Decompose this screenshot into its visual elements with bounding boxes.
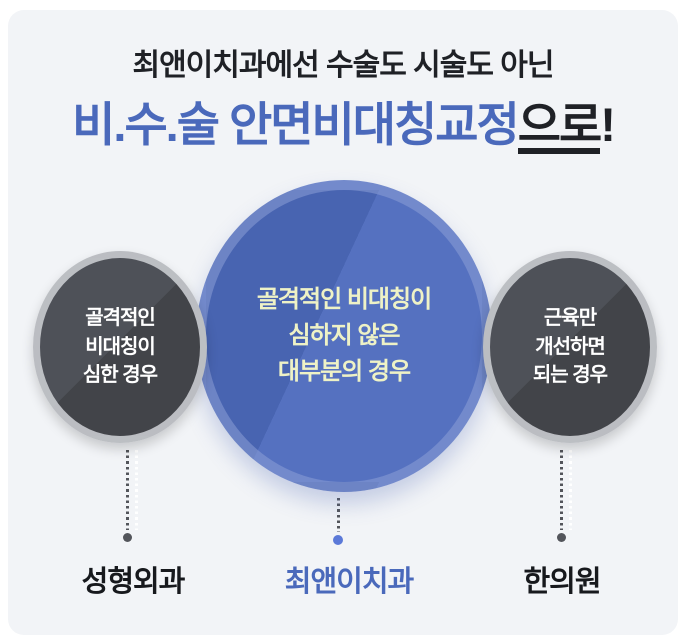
case-circle-center-line-1: 골격적인 비대칭이 bbox=[256, 286, 432, 313]
connector-dot-right bbox=[557, 533, 566, 542]
case-circle-center-line-3: 대부분의 경우 bbox=[277, 358, 411, 385]
case-circle-left-line-1: 골격적인 bbox=[85, 307, 156, 330]
label-oriental-clinic: 한의원 bbox=[523, 566, 601, 598]
case-circle-right-line-1: 근육만 bbox=[543, 307, 597, 330]
case-circle-left: 골격적인 비대칭이 심한 경우 bbox=[33, 251, 207, 443]
case-circle-right-line-3: 되는 경우 bbox=[532, 364, 608, 387]
label-choi-and-e-dental: 최앤이치과 bbox=[284, 566, 414, 598]
case-circle-left-line-2: 비대칭이 bbox=[85, 335, 156, 358]
label-plastic-surgery: 성형외과 bbox=[81, 566, 186, 598]
connector-line-left bbox=[126, 450, 129, 530]
connector-dot-center bbox=[333, 535, 343, 545]
title-exclamation: ! bbox=[600, 98, 616, 151]
connector-line-right-highlight bbox=[569, 450, 572, 530]
case-circle-right: 근육만 개선하면 되는 경우 bbox=[483, 251, 657, 443]
connector-line-right bbox=[560, 450, 563, 530]
title-highlight: 비.수.술 안면비대칭교정 bbox=[72, 98, 520, 151]
title-underlined-text: 으로 bbox=[517, 101, 602, 154]
header-subtitle: 최앤이치과에선 수술도 시술도 아닌 bbox=[132, 49, 554, 82]
connector-dot-left bbox=[123, 533, 132, 542]
case-circle-right-line-2: 개선하면 bbox=[535, 335, 606, 358]
header-title: 비.수.술 안면비대칭교정으로! bbox=[0, 86, 686, 155]
case-circle-left-line-3: 심한 경우 bbox=[82, 364, 158, 387]
case-circle-center: 골격적인 비대칭이 심하지 않은 대부분의 경우 bbox=[196, 180, 492, 492]
connector-line-center bbox=[337, 498, 340, 532]
case-circle-center-line-2: 심하지 않은 bbox=[288, 322, 400, 349]
connector-line-left-highlight bbox=[135, 450, 138, 530]
